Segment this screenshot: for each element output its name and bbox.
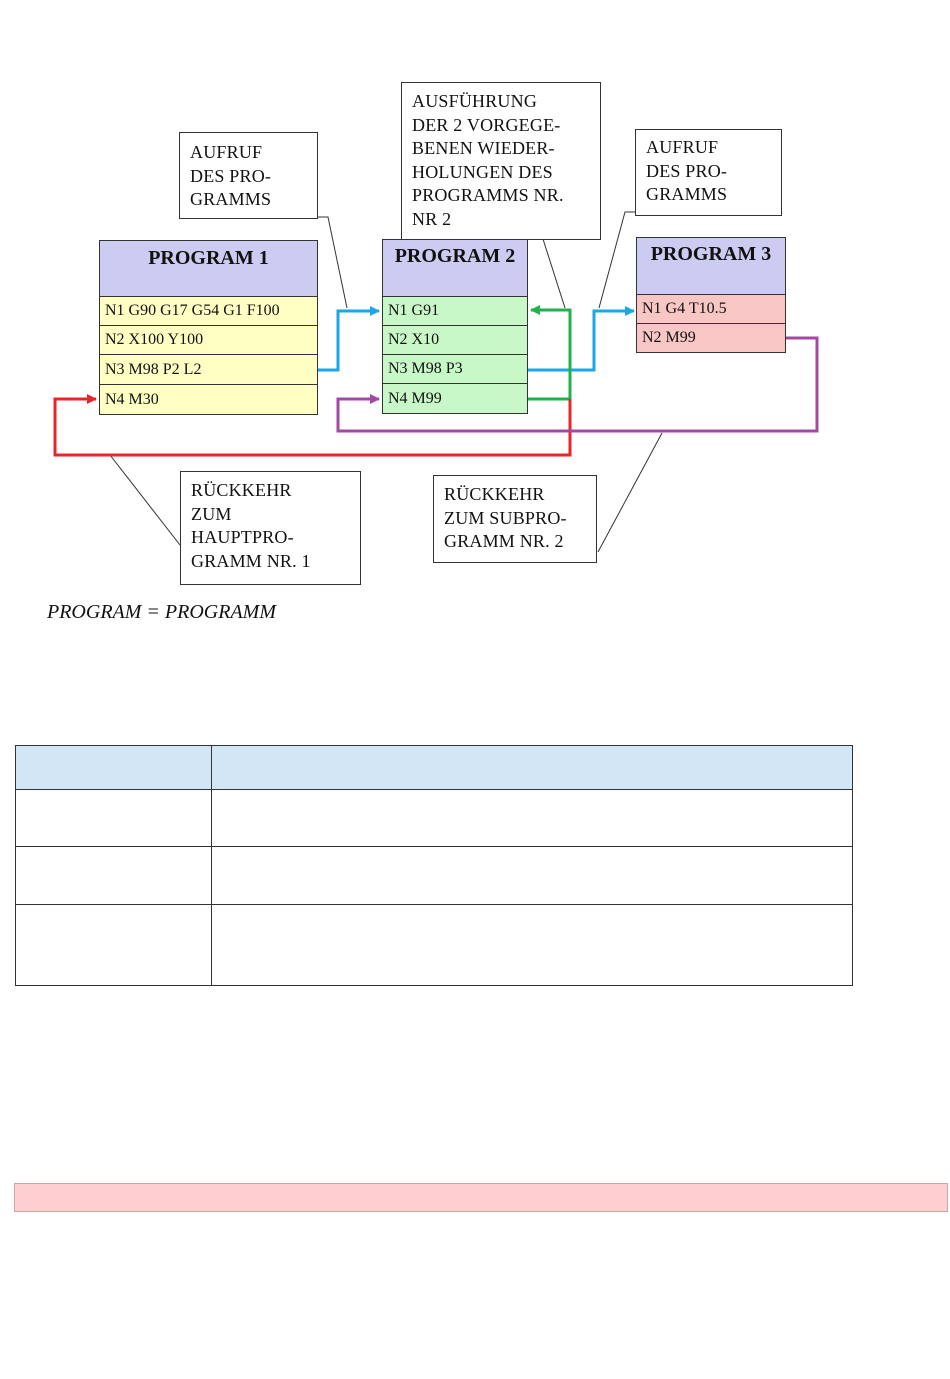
program-row: N4 M30 [100,385,317,414]
call-arrow-p2-p3 [527,306,635,372]
leader-return-main [109,454,181,546]
table-row [15,789,853,847]
table-cell [211,789,853,847]
program-2-block: PROGRAM 2 N1 G91 N2 X10 N3 M98 P3 N4 M99 [382,239,528,414]
leader-call-p3 [598,211,635,309]
table-row [15,904,853,986]
highlight-banner [14,1183,948,1212]
program-3-block: PROGRAM 3 N1 G4 T10.5 N2 M99 [636,237,786,353]
program-title: PROGRAM 1 [100,241,317,297]
table-header-row [15,745,853,790]
program-row: N1 G90 G17 G54 G1 F100 [100,297,317,326]
program-row: N1 G91 [383,297,527,326]
repeat-arrow-p2 [527,305,572,401]
callout-call-program-3: AUFRUF DES PRO- GRAMMS [635,129,782,216]
table-cell [15,789,212,847]
return-arrow-sub [336,336,819,433]
callout-call-program-2: AUFRUF DES PRO- GRAMMS [179,132,318,219]
table-cell [211,846,853,905]
table-cell [15,904,212,986]
callout-return-sub: RÜCKKEHR ZUM SUBPRO- GRAMM NR. 2 [433,475,597,563]
program-title: PROGRAM 3 [637,238,785,295]
leader-call-p2 [317,216,348,309]
table-row [15,846,853,905]
program-row: N2 X10 [383,326,527,355]
return-arrow-main [53,394,572,457]
callout-repeat-program-2: AUSFÜHRUNG DER 2 VORGEGE- BENEN WIEDER- … [401,82,601,240]
table-header-cell [211,745,853,790]
call-arrow-p1-p2 [318,306,380,372]
program-row: N2 X100 Y100 [100,326,317,355]
program-row: N3 M98 P3 [383,355,527,384]
callout-return-main: RÜCKKEHR ZUM HAUPTPRO- GRAMM NR. 1 [180,471,361,585]
leader-repeat [542,238,566,309]
program-title: PROGRAM 2 [383,240,527,297]
program-1-block: PROGRAM 1 N1 G90 G17 G54 G1 F100 N2 X100… [99,240,318,415]
table-cell [15,846,212,905]
program-row: N3 M98 P2 L2 [100,355,317,385]
program-row: N4 M99 [383,384,527,413]
leader-return-sub [597,432,663,553]
data-table [15,745,853,986]
table-header-cell [15,745,212,790]
table-cell [211,904,853,986]
diagram-caption: PROGRAM = PROGRAMM [47,601,276,623]
program-row: N2 M99 [637,324,785,352]
program-row: N1 G4 T10.5 [637,295,785,324]
